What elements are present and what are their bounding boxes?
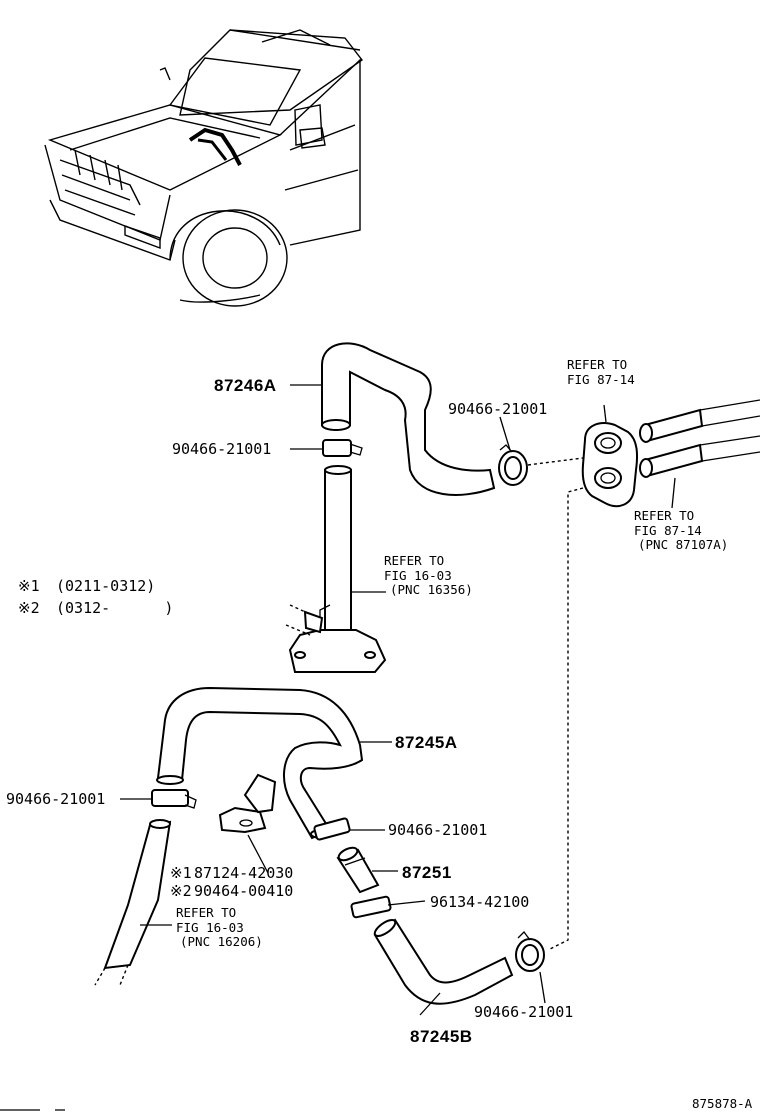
label-refer-heater-line1: REFER TO bbox=[567, 357, 627, 372]
bracket-clamp bbox=[218, 773, 277, 834]
clamp-bottom-right bbox=[515, 931, 545, 972]
label-refer-lower-line3: (PNC 16206) bbox=[180, 934, 263, 949]
label-refer-heater-line2: FIG 87-14 bbox=[567, 372, 635, 387]
clamp-mid bbox=[313, 817, 351, 841]
hose-87245B bbox=[373, 918, 514, 1005]
bracket-mark-2: ※2 bbox=[170, 882, 192, 900]
label-clamp-upper-right: 90466-21001 bbox=[448, 400, 547, 418]
legend-text-2: (0312- ) bbox=[56, 599, 173, 617]
lower-left-tube bbox=[94, 819, 172, 986]
label-87245B: 87245B bbox=[410, 1027, 473, 1046]
pipe-joint-87251 bbox=[336, 846, 380, 894]
label-clamp-upper-left: 90466-21001 bbox=[172, 440, 271, 458]
clamp-upper-left bbox=[322, 439, 363, 457]
label-refer-pipe-line2: FIG 87-14 bbox=[634, 523, 702, 538]
label-87246A: 87246A bbox=[214, 376, 277, 395]
legend-mark-1: ※1 bbox=[18, 577, 40, 595]
legend-mark-2: ※2 bbox=[18, 599, 40, 617]
water-outlet-pipe bbox=[285, 465, 387, 673]
heater-pipes bbox=[639, 399, 760, 478]
label-refer-outlet-line2: FIG 16-03 bbox=[384, 568, 452, 583]
clamp-upper-right bbox=[498, 444, 528, 486]
label-refer-pipe-line1: REFER TO bbox=[634, 508, 694, 523]
leader-lines bbox=[120, 384, 676, 1016]
hose-87246A bbox=[321, 342, 496, 496]
bracket-part-2: 90464-00410 bbox=[194, 882, 293, 900]
label-clamp-mid: 90466-21001 bbox=[388, 821, 487, 839]
label-clamp-bottom-right: 90466-21001 bbox=[474, 1003, 573, 1021]
label-87251: 87251 bbox=[402, 863, 452, 882]
label-refer-lower-line2: FIG 16-03 bbox=[176, 920, 244, 935]
label-clamp-96134: 96134-42100 bbox=[430, 893, 529, 911]
clamp-96134 bbox=[350, 895, 392, 919]
label-87245A: 87245A bbox=[395, 733, 458, 752]
bracket-part-1: 87124-42030 bbox=[194, 864, 293, 882]
bracket-mark-1: ※1 bbox=[170, 864, 192, 882]
legend-text-1: (0211-0312) bbox=[56, 577, 155, 595]
label-clamp-lower-left: 90466-21001 bbox=[6, 790, 105, 808]
vehicle-illustration bbox=[44, 29, 364, 307]
label-refer-outlet-line3: (PNC 16356) bbox=[390, 582, 473, 597]
label-refer-outlet-line1: REFER TO bbox=[384, 553, 444, 568]
label-refer-pipe-line3: (PNC 87107A) bbox=[638, 537, 728, 552]
figure-id: 875878-A bbox=[692, 1096, 753, 1111]
heater-grommet bbox=[581, 404, 638, 508]
flow-line-return bbox=[547, 487, 584, 951]
flow-line-upper bbox=[527, 457, 584, 466]
clamp-lower-left bbox=[151, 789, 197, 809]
label-refer-lower-line1: REFER TO bbox=[176, 905, 236, 920]
